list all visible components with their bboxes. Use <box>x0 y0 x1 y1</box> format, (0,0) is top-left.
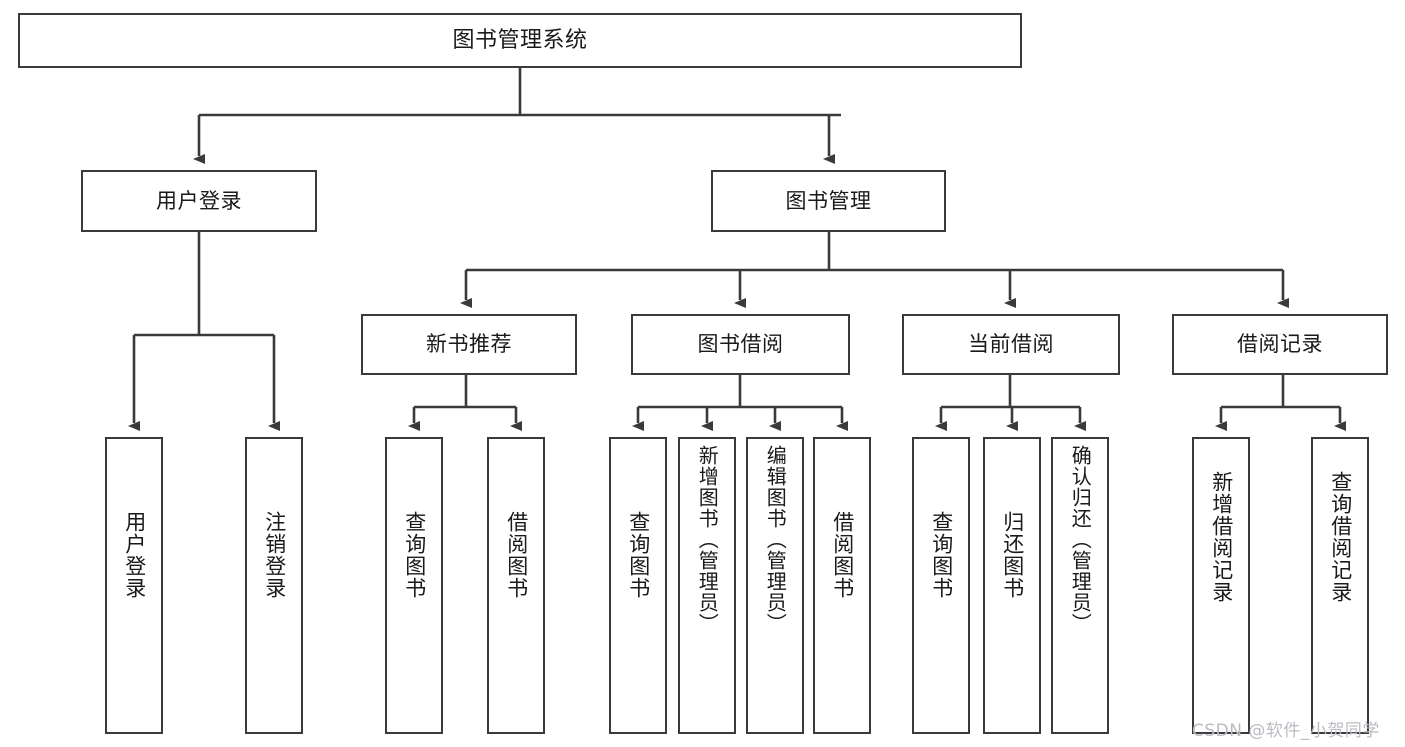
node-label: 借阅图书 <box>504 511 529 599</box>
csdn-watermark: CSDN @软件_小贺同学 <box>1192 721 1380 741</box>
node-book-borrow[interactable]: 图书借阅 <box>631 314 850 375</box>
node-label: 图书借阅 <box>697 332 784 357</box>
node-add-book-admin[interactable]: 新增图书（管理员） <box>678 437 736 734</box>
node-user-login-leaf[interactable]: 用户登录 <box>105 437 163 734</box>
node-label: 查询借阅记录 <box>1328 471 1353 603</box>
node-edit-book-admin[interactable]: 编辑图书（管理员） <box>746 437 804 734</box>
node-book-manage[interactable]: 图书管理 <box>711 170 946 232</box>
node-label: 归还图书 <box>1000 511 1025 599</box>
node-query-book-borrow[interactable]: 查询图书 <box>609 437 667 734</box>
node-label: 当前借阅 <box>968 332 1054 357</box>
node-logout-leaf[interactable]: 注销登录 <box>245 437 303 734</box>
node-label: 借阅记录 <box>1237 332 1323 357</box>
node-label: 注销登录 <box>262 511 287 599</box>
node-confirm-return-admin[interactable]: 确认归还（管理员） <box>1051 437 1109 734</box>
node-borrow-book-recommend[interactable]: 借阅图书 <box>487 437 545 734</box>
node-borrow-book[interactable]: 借阅图书 <box>813 437 871 734</box>
node-label: 查询图书 <box>402 511 427 599</box>
node-query-borrow-record[interactable]: 查询借阅记录 <box>1311 437 1369 734</box>
node-return-book[interactable]: 归还图书 <box>983 437 1041 734</box>
node-label: 新增图书（管理员） <box>695 445 720 634</box>
node-label: 图书管理系统 <box>452 27 588 53</box>
node-query-book-current[interactable]: 查询图书 <box>912 437 970 734</box>
node-label: 查询图书 <box>929 511 954 599</box>
node-borrow-record[interactable]: 借阅记录 <box>1172 314 1388 375</box>
node-add-borrow-record[interactable]: 新增借阅记录 <box>1192 437 1250 734</box>
node-label: 图书管理 <box>785 188 872 213</box>
node-book-management-system[interactable]: 图书管理系统 <box>18 13 1022 68</box>
node-label: 新书推荐 <box>426 332 512 357</box>
node-label: 借阅图书 <box>830 511 855 599</box>
node-new-book-recommend[interactable]: 新书推荐 <box>361 314 577 375</box>
node-query-book-recommend[interactable]: 查询图书 <box>385 437 443 734</box>
node-label: 确认归还（管理员） <box>1068 445 1093 634</box>
node-label: 查询图书 <box>626 511 651 599</box>
node-label: 新增借阅记录 <box>1209 471 1234 603</box>
node-user-login[interactable]: 用户登录 <box>81 170 317 232</box>
node-current-borrow[interactable]: 当前借阅 <box>902 314 1120 375</box>
node-label: 用户登录 <box>122 511 147 599</box>
node-label: 编辑图书（管理员） <box>763 445 788 634</box>
node-label: 用户登录 <box>156 188 242 213</box>
